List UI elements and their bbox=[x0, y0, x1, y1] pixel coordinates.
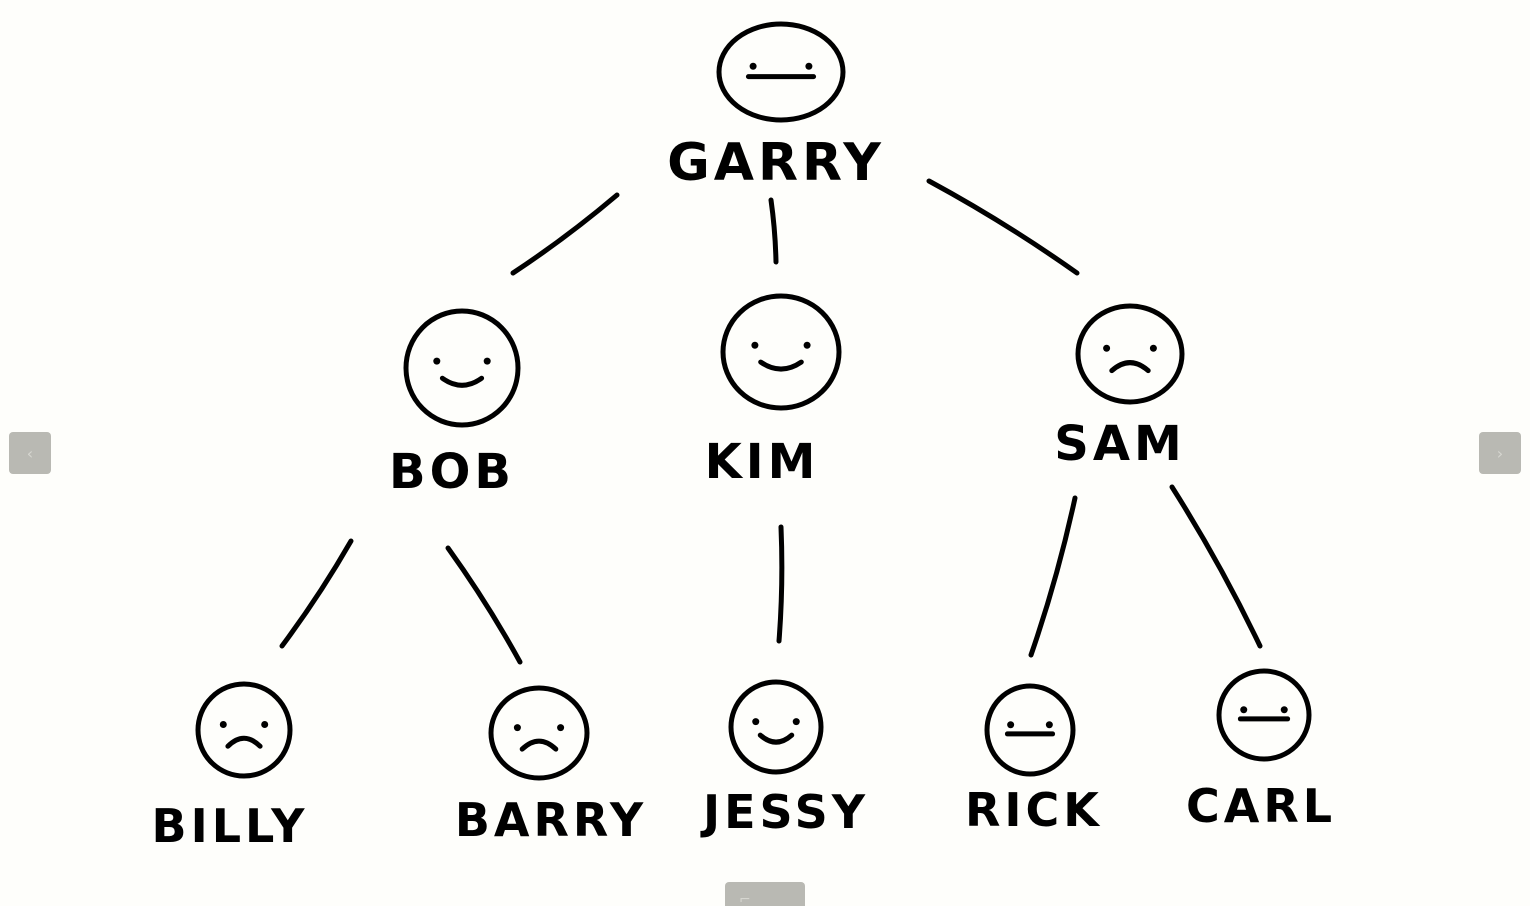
node-billy: BILLY bbox=[152, 681, 309, 853]
face-barry bbox=[488, 685, 590, 781]
node-jessy: JESSY bbox=[700, 679, 869, 839]
face-jessy bbox=[728, 679, 824, 775]
left-eye-jessy bbox=[752, 718, 760, 726]
right-eye-billy bbox=[261, 720, 269, 728]
mouth-billy bbox=[225, 735, 263, 749]
left-eye-bob bbox=[433, 357, 441, 365]
node-garry: GARRY bbox=[667, 21, 885, 193]
right-eye-jessy bbox=[792, 718, 800, 726]
right-eye-bob bbox=[483, 357, 491, 365]
previous-slide-button[interactable]: ‹ bbox=[9, 432, 51, 474]
edge-garry-sam bbox=[926, 178, 1080, 276]
edge-sam-rick bbox=[1028, 495, 1078, 658]
face-sam bbox=[1075, 303, 1185, 405]
face-rick bbox=[984, 683, 1076, 777]
left-eye-billy bbox=[219, 720, 227, 728]
face-kim bbox=[720, 293, 842, 411]
left-eye-kim bbox=[751, 341, 759, 349]
label-bob: BOB bbox=[389, 444, 515, 500]
node-sam: SAM bbox=[1054, 303, 1185, 472]
label-kim: KIM bbox=[705, 434, 820, 490]
mouth-sam bbox=[1109, 360, 1151, 374]
chevron-left-icon: ‹ bbox=[26, 443, 34, 463]
label-barry: BARRY bbox=[455, 793, 647, 847]
left-eye-carl bbox=[1240, 706, 1248, 714]
node-barry: BARRY bbox=[455, 685, 647, 847]
label-carl: CARL bbox=[1186, 779, 1336, 833]
tree-edges bbox=[279, 178, 1263, 665]
next-slide-button[interactable]: › bbox=[1479, 432, 1521, 474]
right-eye-garry bbox=[805, 62, 813, 70]
left-eye-barry bbox=[513, 724, 521, 732]
mouth-kim bbox=[758, 359, 804, 372]
right-eye-carl bbox=[1280, 706, 1288, 714]
node-kim: KIM bbox=[705, 293, 842, 490]
label-jessy: JESSY bbox=[700, 785, 869, 839]
edge-kim-jessy bbox=[776, 524, 785, 644]
label-garry: GARRY bbox=[667, 133, 885, 193]
node-carl: CARL bbox=[1186, 668, 1336, 833]
left-eye-rick bbox=[1007, 721, 1015, 729]
edge-garry-kim bbox=[768, 197, 779, 265]
right-eye-barry bbox=[557, 724, 565, 732]
left-eye-sam bbox=[1103, 344, 1111, 352]
face-garry bbox=[716, 21, 846, 123]
edge-sam-carl bbox=[1169, 484, 1263, 649]
mouth-barry bbox=[519, 738, 559, 752]
chevron-right-icon: › bbox=[1496, 443, 1504, 463]
right-eye-kim bbox=[803, 341, 811, 349]
edge-bob-billy bbox=[279, 538, 354, 649]
node-rick: RICK bbox=[965, 683, 1103, 837]
node-bob: BOB bbox=[389, 308, 521, 500]
face-carl bbox=[1216, 668, 1312, 762]
label-rick: RICK bbox=[965, 783, 1103, 837]
mouth-bob bbox=[439, 375, 485, 388]
tree-nodes: GARRY BOB KIM SAM BILLY BARRY JESSY RICK CARL bbox=[152, 21, 1336, 853]
right-eye-rick bbox=[1045, 721, 1053, 729]
mouth-jessy bbox=[757, 732, 795, 745]
expand-icon: ⌐ ¬ bbox=[739, 892, 777, 906]
fullscreen-button[interactable]: ⌐ ¬ bbox=[725, 882, 805, 906]
face-bob bbox=[403, 308, 521, 428]
edge-garry-bob bbox=[510, 192, 620, 276]
label-sam: SAM bbox=[1054, 416, 1185, 472]
right-eye-sam bbox=[1149, 344, 1157, 352]
edge-bob-barry bbox=[445, 545, 523, 665]
face-billy bbox=[195, 681, 293, 779]
label-billy: BILLY bbox=[152, 799, 309, 853]
left-eye-garry bbox=[749, 62, 757, 70]
